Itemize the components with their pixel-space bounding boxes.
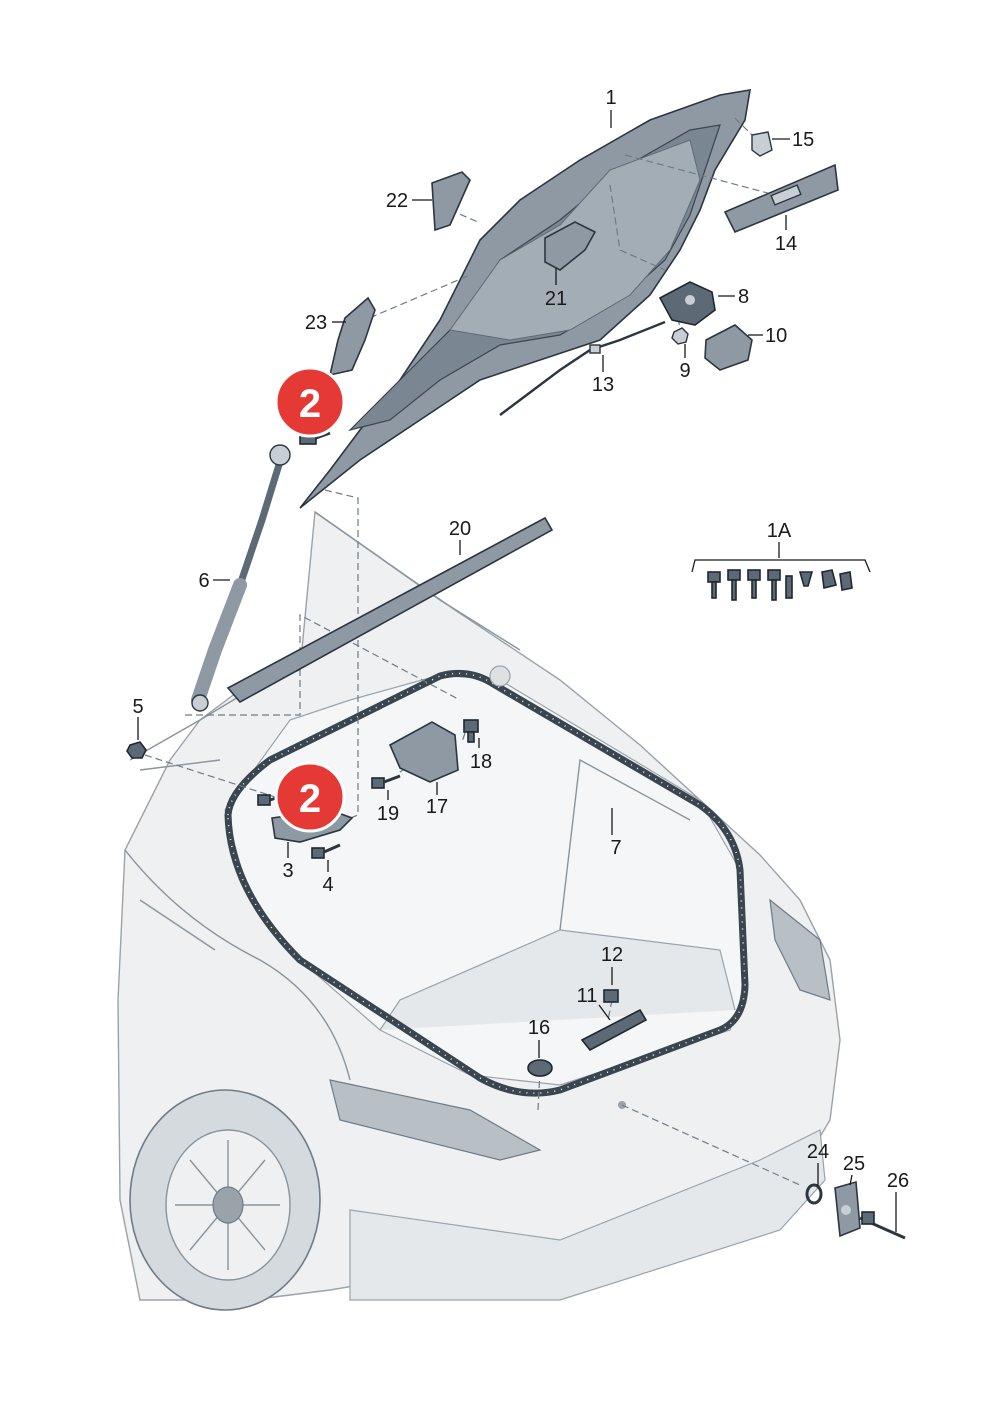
part-20-seal-strip — [226, 516, 554, 704]
label-part-5: 5 — [132, 696, 143, 718]
part-21-bracket — [544, 221, 597, 271]
label-part-23: 23 — [305, 312, 327, 334]
label-part-10: 10 — [765, 325, 787, 347]
part-15-bump-stop — [751, 131, 773, 157]
part-5-nut — [126, 741, 147, 759]
label-part-19: 19 — [377, 803, 399, 825]
badge-2-lower-text: 2 — [299, 777, 321, 821]
label-part-13: 13 — [592, 374, 614, 396]
part-14-handle-trim — [723, 163, 839, 234]
label-part-6: 6 — [198, 570, 209, 592]
part-19-bolt — [371, 774, 401, 789]
car-body — [117, 510, 841, 1311]
label-part-17: 17 — [426, 796, 448, 818]
part-22-cover — [431, 171, 471, 232]
badge-2-upper: 2 — [274, 366, 346, 438]
label-part-7: 7 — [610, 837, 621, 859]
label-part-16: 16 — [528, 1017, 550, 1039]
label-part-24: 24 — [807, 1141, 829, 1163]
label-part-26: 26 — [887, 1170, 909, 1192]
badge-2-upper-text: 2 — [299, 382, 321, 426]
label-part-15: 15 — [792, 129, 814, 151]
part-1a-fastener-set — [707, 569, 853, 601]
label-part-11: 11 — [577, 985, 598, 1007]
label-part-18: 18 — [470, 751, 492, 773]
part-17-bracket — [388, 721, 459, 783]
part-10-cover — [704, 324, 753, 371]
part-18-clip — [463, 719, 479, 743]
part-11-striker — [580, 989, 648, 1052]
label-part-21: 21 — [545, 288, 567, 310]
label-part-14: 14 — [775, 233, 797, 255]
label-part-3: 3 — [282, 860, 293, 882]
part-13-cable — [499, 320, 666, 416]
label-part-1a: 1A — [767, 520, 792, 542]
label-part-1: 1 — [605, 87, 616, 109]
part-4-bolt — [311, 843, 341, 859]
label-part-20: 20 — [449, 518, 471, 540]
label-part-12: 12 — [601, 944, 623, 966]
badge-2-lower: 2 — [274, 761, 346, 833]
part-23-trim — [328, 296, 376, 377]
label-part-8: 8 — [738, 286, 749, 308]
part-16-grommet — [527, 1059, 553, 1077]
label-part-22: 22 — [386, 190, 408, 212]
part-6-gas-strut — [191, 444, 291, 712]
part-9-nut — [671, 327, 689, 345]
part-24-25-26 — [805, 1180, 906, 1240]
part-labels: 1 15 14 22 21 8 10 9 13 23 6 20 1A 5 3 4… — [132, 87, 909, 1192]
label-part-4: 4 — [322, 874, 333, 896]
leader-lines — [137, 110, 897, 1232]
label-part-25: 25 — [843, 1153, 865, 1175]
label-part-9: 9 — [679, 360, 690, 382]
part-8-lock — [658, 281, 716, 326]
